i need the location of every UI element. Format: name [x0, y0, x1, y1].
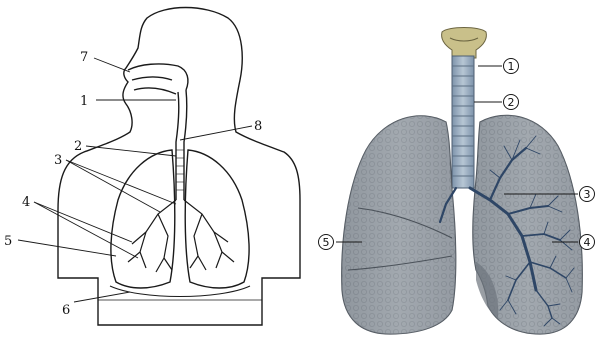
svg-text:3: 3	[584, 188, 591, 201]
svg-text:5: 5	[323, 236, 330, 249]
right-diagram: 1 2 3 5 4	[319, 28, 595, 335]
label-5: 5	[4, 234, 12, 249]
oral-cavity	[132, 77, 176, 94]
larynx	[442, 28, 487, 59]
circled-label-1: 1	[504, 59, 519, 74]
label-3: 3	[54, 153, 62, 168]
circled-label-3: 3	[580, 187, 595, 202]
circled-label-2: 2	[504, 95, 519, 110]
label-4: 4	[22, 195, 30, 210]
label-6: 6	[62, 303, 70, 318]
bronchial-tree	[128, 200, 234, 272]
right-lung-outline	[185, 150, 249, 288]
circled-label-5: 5	[319, 235, 334, 250]
left-lung-outline	[111, 150, 175, 288]
circled-label-4: 4	[580, 235, 595, 250]
svg-text:2: 2	[508, 96, 515, 109]
svg-text:1: 1	[508, 60, 515, 73]
label-1: 1	[80, 94, 88, 109]
label-7: 7	[80, 50, 88, 65]
svg-text:4: 4	[584, 236, 591, 249]
left-labels: 7 1 8 2 3 4 5 6	[4, 50, 262, 318]
label-2: 2	[74, 139, 82, 154]
label-8: 8	[254, 119, 262, 134]
